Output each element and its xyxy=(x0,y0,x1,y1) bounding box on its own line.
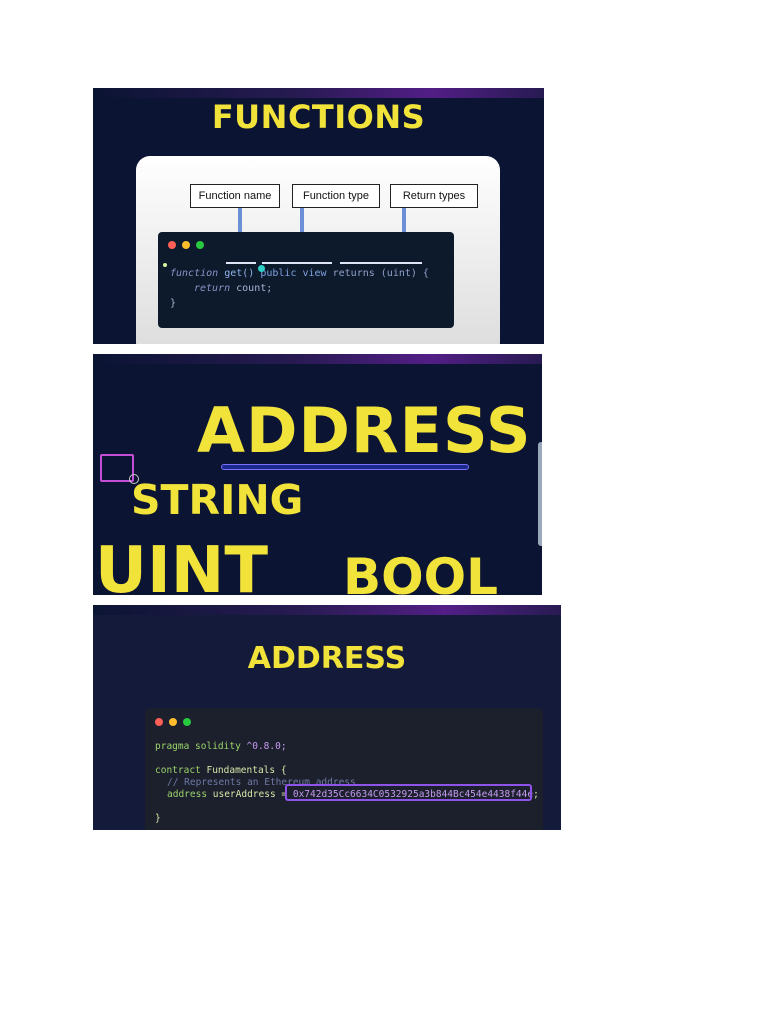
label-function-type: Function type xyxy=(292,184,380,208)
code-line-2: contract Fundamentals { xyxy=(155,765,287,776)
code-line-3: } xyxy=(170,298,177,309)
code-line-4: address userAddress = 0x742d35Cc6634C053… xyxy=(167,789,539,800)
underline-returns xyxy=(340,262,422,264)
code-line-2: return count; xyxy=(194,283,273,294)
code-line-1: pragma solidity ^0.8.0; xyxy=(155,741,287,752)
code-line-5: } xyxy=(155,813,161,824)
maximize-dot-icon xyxy=(183,718,191,726)
top-glow xyxy=(93,88,544,98)
label-return-types: Return types xyxy=(390,184,478,208)
word-string: STRING xyxy=(131,476,304,524)
arrow-function-name xyxy=(238,208,242,252)
selection-box xyxy=(100,454,134,482)
data-types-slide: ADDRESS STRING UINT BOOL xyxy=(93,354,542,595)
close-dot-icon xyxy=(168,241,176,249)
underline-name xyxy=(226,262,256,264)
marker-dot-icon xyxy=(163,263,167,267)
side-edge xyxy=(538,442,542,546)
word-uint: UINT xyxy=(95,534,268,595)
top-glow xyxy=(93,354,542,364)
word-bool: BOOL xyxy=(343,548,498,595)
diagram-card: Function name Function type Return types… xyxy=(136,156,500,344)
minimize-dot-icon xyxy=(169,718,177,726)
code-window: pragma solidity ^0.8.0; contract Fundame… xyxy=(145,708,543,830)
slide-title: FUNCTIONS xyxy=(211,98,426,136)
cursor-dot-icon xyxy=(258,265,265,272)
cursor-icon xyxy=(129,474,139,484)
address-slide: ADDRESS pragma solidity ^0.8.0; contract… xyxy=(93,605,561,830)
arrow-function-type xyxy=(300,208,304,252)
label-function-name: Function name xyxy=(190,184,280,208)
word-address: ADDRESS xyxy=(197,394,532,467)
underline-type xyxy=(262,262,332,264)
top-glow xyxy=(93,605,561,615)
minimize-dot-icon xyxy=(182,241,190,249)
code-comment: // Represents an Ethereum address xyxy=(167,777,356,788)
highlight-bar xyxy=(221,464,469,470)
close-dot-icon xyxy=(155,718,163,726)
maximize-dot-icon xyxy=(196,241,204,249)
functions-slide: FUNCTIONS Function name Function type Re… xyxy=(93,88,544,344)
slide-title: ADDRESS xyxy=(247,641,407,676)
arrow-return-types xyxy=(402,208,406,252)
code-window: function get() public view returns (uint… xyxy=(158,232,454,328)
code-line-1: function get() public view returns (uint… xyxy=(170,268,429,279)
address-highlight-box xyxy=(285,784,532,801)
